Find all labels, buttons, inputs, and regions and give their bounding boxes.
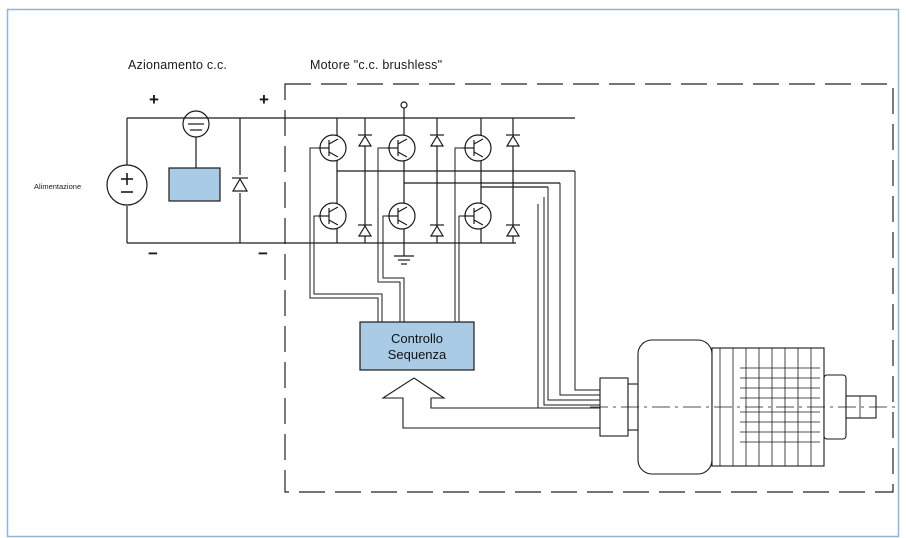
- motor-minus-sign: −: [258, 244, 268, 263]
- control-line-1: Controllo: [390, 331, 444, 346]
- drive-minus-sign: −: [148, 244, 158, 263]
- dc-drive-section: [106, 110, 575, 244]
- supply-label: Alimentazione: [34, 182, 82, 191]
- supply-source-icon: [106, 164, 148, 206]
- terminal-node-icon: [400, 101, 408, 109]
- gate-drive-wiring: [309, 147, 463, 322]
- motor-plus-sign: +: [259, 90, 269, 109]
- motor-enclosure-dashed: [284, 83, 894, 493]
- page-border: [6, 8, 900, 538]
- motor-title: Motore "c.c. brushless": [310, 58, 443, 72]
- freewheel-diode-icon: [231, 177, 249, 192]
- control-line-2: Sequenza: [387, 347, 447, 362]
- chopper-control-block: [168, 167, 221, 202]
- drive-title: Azionamento c.c.: [128, 58, 228, 72]
- sequence-control-label: Controllo Sequenza: [360, 324, 474, 370]
- drive-plus-sign: +: [149, 90, 159, 109]
- inverter-bridge: [318, 101, 575, 265]
- motor-phase-wiring: [537, 171, 600, 411]
- feedback-arrow-icon: [381, 377, 608, 429]
- sequence-control-box: [359, 321, 475, 371]
